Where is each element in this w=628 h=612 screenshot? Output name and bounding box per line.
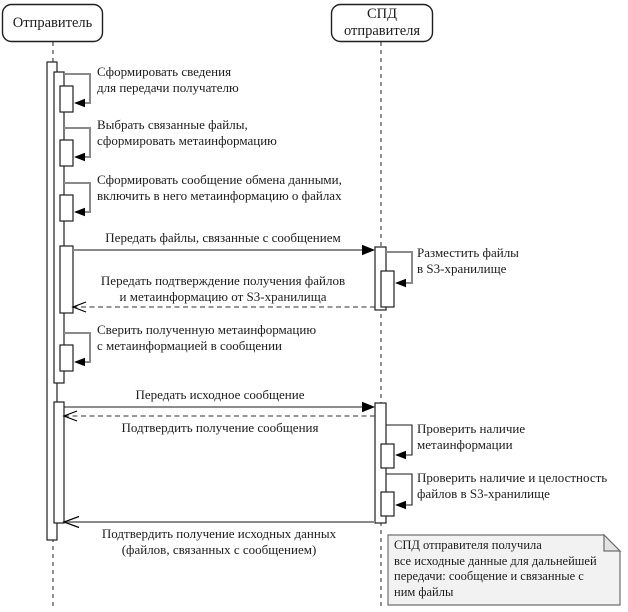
message-m9-arrowhead — [62, 410, 78, 422]
self-message-m1-arrowhead — [74, 98, 85, 108]
sender-activation-lower — [53, 401, 65, 524]
message-m6-label: Передать подтверждение получения файлов … — [100, 273, 346, 304]
message-m6-arrowhead — [71, 301, 87, 313]
self-message-m11-activation — [380, 491, 395, 517]
message-m2-label: Выбрать связанные файлы, сформировать ме… — [97, 117, 277, 148]
sender-activation-file-exchange — [59, 245, 74, 314]
self-message-m7-arrowhead — [74, 357, 85, 367]
self-message-m10-activation — [380, 443, 395, 469]
self-message-m3-arrowhead — [74, 207, 85, 217]
self-message-m11-arrowhead — [395, 500, 406, 510]
message-m8-label: Передать исходное сообщение — [135, 387, 305, 402]
sender-activation-upper — [53, 71, 65, 384]
message-m12-label: Подтвердить получение исходных данных (ф… — [101, 526, 337, 557]
self-message-m3-activation — [59, 194, 74, 222]
self-message-m5-arrowhead — [395, 278, 406, 288]
message-m4-label: Передать файлы, связанные с сообщением — [105, 230, 341, 245]
actor-label-sender: Отправитель — [12, 14, 93, 31]
note-shape — [387, 534, 621, 606]
self-message-m2-arrowhead — [74, 152, 85, 162]
self-message-m7-activation — [59, 344, 74, 372]
note-fold-icon — [603, 533, 622, 552]
sender-header-box — [1, 3, 104, 43]
self-message-m5-activation — [380, 270, 395, 308]
message-m3-label: Сформировать сообщение обмена данными, в… — [97, 172, 342, 203]
message-m8-arrowhead — [362, 401, 375, 413]
message-m11-label: Проверить наличие и целостность файлов в… — [417, 470, 608, 501]
message-m12-arrowhead — [62, 515, 80, 529]
message-m5-label: Разместить файлы в S3-хранилище — [417, 245, 519, 276]
note-text: СПД отправителя получила все исходные да… — [394, 538, 597, 599]
message-m9-label: Подтвердить получение сообщения — [121, 420, 319, 435]
spd-header-box — [330, 3, 434, 43]
self-message-m10-arrowhead — [395, 450, 406, 460]
message-m7-label: Сверить полученную метаинформацию с мета… — [97, 322, 317, 353]
self-message-m1-activation — [59, 85, 74, 113]
self-message-m2-activation — [59, 139, 74, 167]
message-m1-label: Сформировать сведения для передачи получ… — [97, 64, 239, 95]
message-m10-label: Проверить наличие метаинформации — [417, 421, 526, 452]
actor-label-spd: СПД отправителя — [343, 6, 421, 39]
message-m4-arrowhead — [362, 244, 375, 256]
